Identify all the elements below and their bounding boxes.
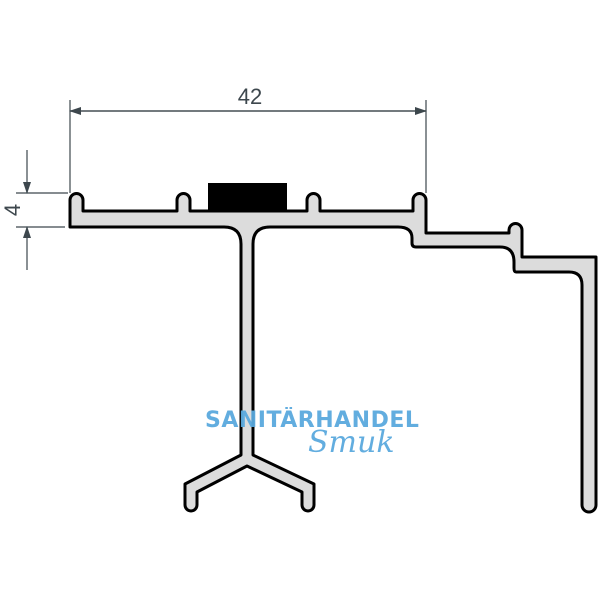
watermark: SANITÄRHANDEL Smuk	[205, 407, 419, 460]
watermark-line1: SANITÄRHANDEL	[205, 407, 419, 433]
watermark-line2: Smuk	[308, 425, 395, 460]
gasket	[208, 183, 287, 211]
dimension-width-label: 42	[238, 84, 262, 109]
aluminium-profile	[68, 192, 598, 514]
dimension-thickness	[16, 150, 68, 270]
dimension-thickness-label: 4	[0, 204, 25, 216]
dimension-width	[69, 100, 427, 193]
